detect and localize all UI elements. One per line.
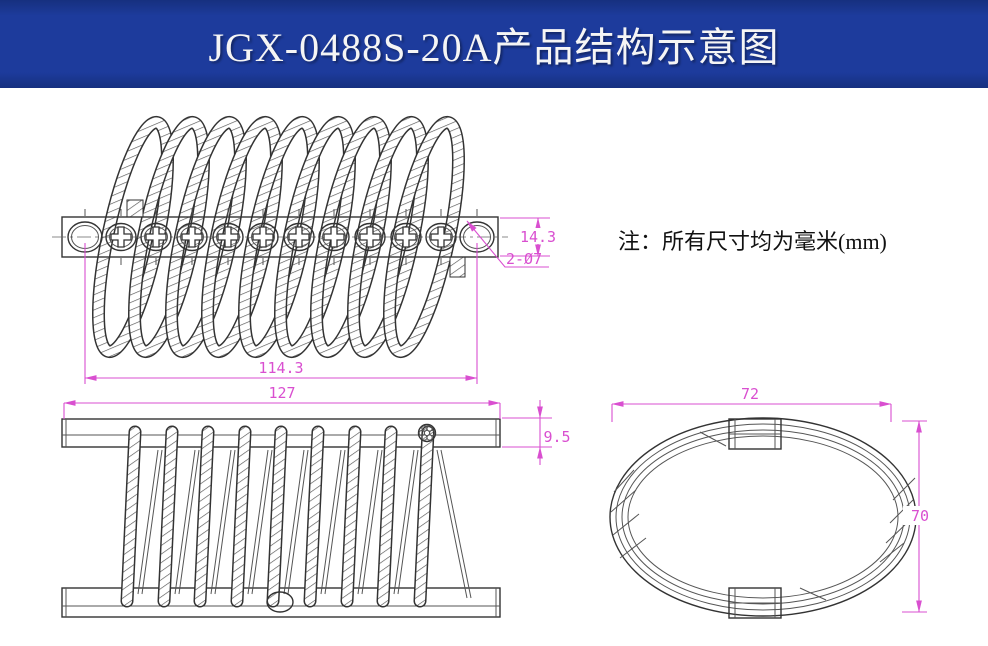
dim-mount-holes-group: 2-Ø7 bbox=[466, 220, 549, 268]
clamp-screw-holes bbox=[105, 222, 457, 252]
front-view-drawing: 127 9.5 bbox=[61, 384, 571, 618]
rope-front-strands bbox=[120, 425, 435, 608]
dim-overall-width-group: 72 bbox=[611, 385, 892, 422]
dim-bar-width-group: 14.3 bbox=[500, 217, 559, 257]
top-clamp-block bbox=[728, 418, 782, 450]
dim-mount-holes: 2-Ø7 bbox=[506, 250, 542, 268]
bottom-clamp-block bbox=[728, 587, 782, 619]
dim-overall-length: 127 bbox=[268, 384, 295, 402]
dim-overall-width: 72 bbox=[741, 385, 759, 403]
top-view-drawing: 14.3 2-Ø7 114.3 bbox=[52, 115, 559, 384]
rope-end-stub bbox=[126, 199, 144, 218]
rope-end-stub bbox=[449, 256, 466, 278]
rope-back-strands bbox=[137, 449, 472, 599]
dim-hole-spacing: 114.3 bbox=[258, 359, 303, 377]
dim-overall-length-group: 127 bbox=[63, 384, 501, 419]
rope-twist-ticks bbox=[610, 431, 916, 601]
bottom-bar-hole bbox=[266, 591, 294, 613]
rope-cross-section bbox=[417, 423, 437, 443]
rope-loop-rings bbox=[609, 417, 917, 617]
dim-bar-thickness: 9.5 bbox=[543, 428, 570, 446]
side-view-drawing: 72 70 bbox=[609, 385, 937, 619]
dim-bar-thickness-group: 9.5 bbox=[502, 400, 571, 465]
dim-bar-width: 14.3 bbox=[520, 228, 556, 246]
header-banner: JGX-0488S-20A产品结构示意图 bbox=[0, 0, 988, 88]
center-ticks bbox=[84, 209, 478, 265]
dim-overall-height-group: 70 bbox=[902, 420, 937, 613]
dim-hole-spacing-group: 114.3 bbox=[84, 243, 478, 384]
dim-overall-height: 70 bbox=[911, 507, 929, 525]
bottom-bar-front bbox=[61, 587, 501, 618]
page-title: JGX-0488S-20A产品结构示意图 bbox=[208, 25, 780, 70]
dimension-note: 注：所有尺寸均为毫米(mm) bbox=[618, 229, 887, 254]
